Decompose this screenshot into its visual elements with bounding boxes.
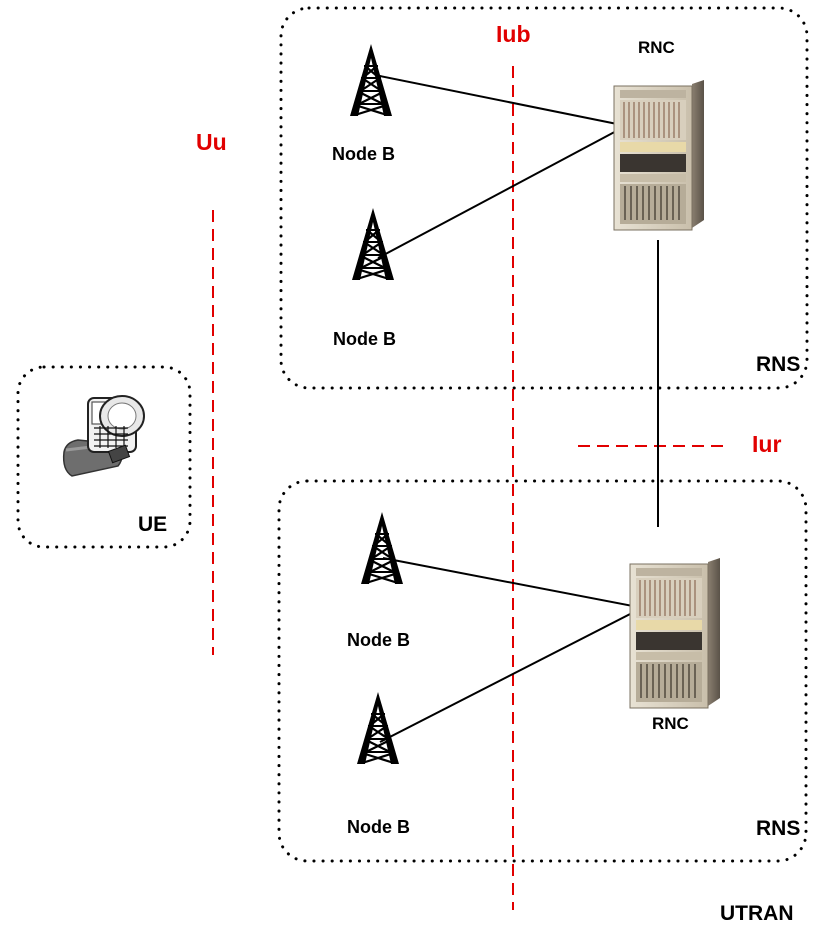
iub-label: Iub [496,21,531,47]
ue-boundary [16,365,192,549]
node-b-label: Node B [332,144,395,164]
mobile-phone-icon [62,395,145,477]
server-rack-icon [629,557,721,709]
antenna-tower-icon [350,206,396,282]
link-nodeb2-rnc [377,127,623,259]
node-b-label: Node B [333,329,396,349]
node-b-label: Node B [347,630,410,650]
uu-label: Uu [196,129,227,155]
utran-label: UTRAN [720,902,794,925]
antenna-tower-icon [359,510,405,586]
link-nodeb1-rnc [374,74,623,126]
antenna-tower-icon [348,42,394,118]
server-rack-icon [613,79,705,231]
rnc-top-label: RNC [638,38,675,57]
link-nodeb3-rnc [382,557,639,608]
rns-top-label: RNS [756,353,801,376]
node-b-label: Node B [347,817,410,837]
link-nodeb4-rnc [379,609,639,743]
rns-bottom-label: RNS [756,817,801,840]
ue-label: UE [138,513,168,536]
iur-label: Iur [752,431,782,457]
rns-bottom-boundary [277,479,808,863]
rnc-bottom-label: RNC [652,714,689,733]
antenna-tower-icon [355,690,401,766]
